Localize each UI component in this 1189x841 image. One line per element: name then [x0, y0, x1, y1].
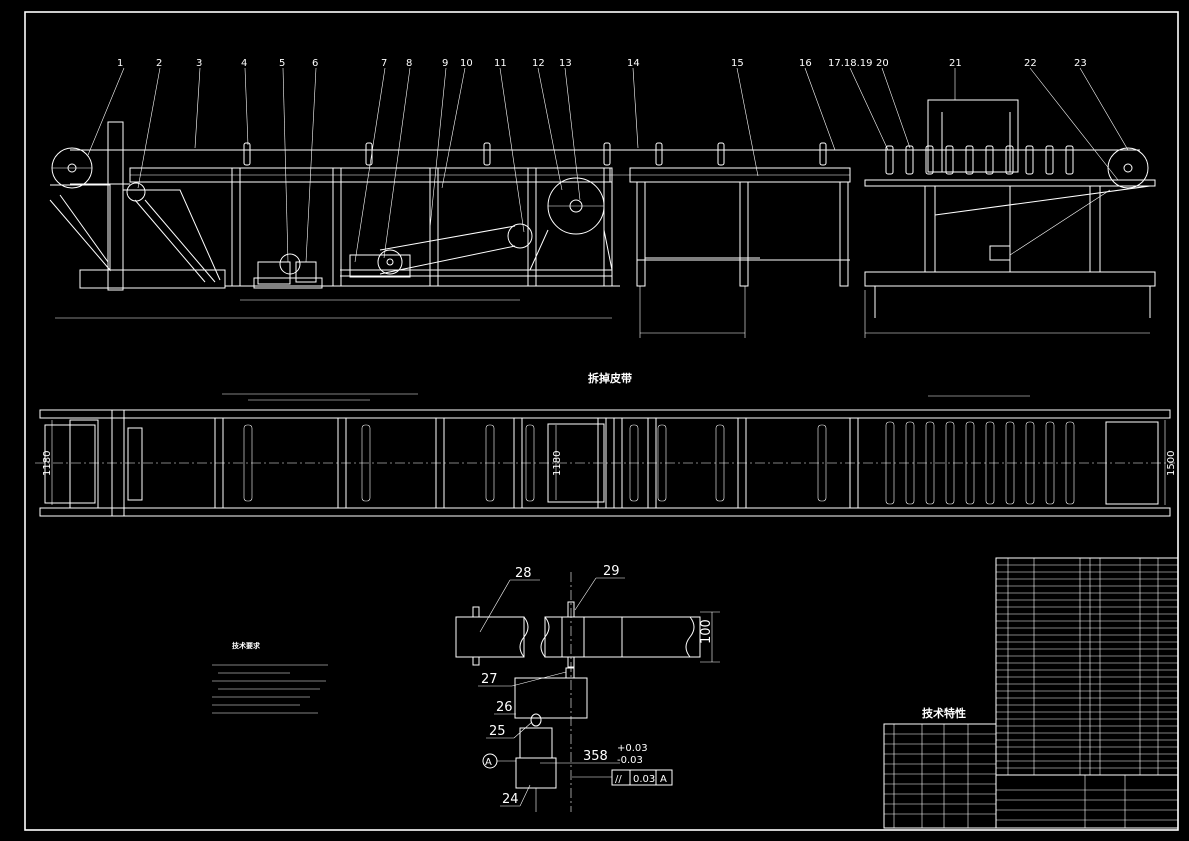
balloon-27: 27 — [481, 672, 498, 687]
spec-table: 技术特性 — [883, 706, 997, 829]
balloon-21: 21 — [949, 58, 962, 69]
balloon-26: 26 — [496, 700, 513, 715]
balloon-25: 25 — [489, 724, 506, 739]
balloon-6: 6 — [312, 58, 318, 69]
balloon-8: 8 — [406, 58, 412, 69]
balloon-11: 11 — [494, 58, 507, 69]
balloon-15: 15 — [731, 58, 744, 69]
balloon-24: 24 — [502, 792, 519, 807]
dim-width-right: 1500 — [1166, 451, 1177, 476]
balloon-22: 22 — [1024, 58, 1037, 69]
dim-358: 358 — [583, 749, 608, 764]
dim-width-left: 1180 — [42, 451, 53, 476]
fcf-parallelism-symbol: // — [615, 774, 622, 785]
balloon-16: 16 — [799, 58, 812, 69]
balloon-13: 13 — [559, 58, 572, 69]
balloon-17-18-19: 17.18.19 — [828, 58, 873, 69]
plan-title: 拆掉皮带 — [588, 371, 632, 385]
balloon-1: 1 — [117, 58, 123, 69]
fcf-datum: A — [660, 774, 667, 785]
balloon-28: 28 — [515, 566, 532, 581]
balloon-23: 23 — [1074, 58, 1087, 69]
part-balloons: 1 2 3 4 5 6 7 8 9 10 11 12 13 14 15 16 1… — [87, 58, 1129, 263]
balloon-2: 2 — [156, 58, 162, 69]
parts-list-table — [995, 557, 1179, 829]
notes-title: 技术要求 — [232, 641, 261, 650]
dim-width-mid: 1180 — [552, 451, 563, 476]
dim-height: 100 — [699, 619, 714, 644]
tol-upper: +0.03 — [617, 743, 648, 754]
detail-view: 100 A 358 +0.03 -0.03 // 0.03 A — [455, 564, 720, 812]
fcf-value: 0.03 — [633, 774, 655, 785]
technical-notes: 技术要求 — [212, 641, 328, 714]
balloon-20: 20 — [876, 58, 889, 69]
spec-title: 技术特性 — [922, 706, 966, 720]
balloon-29: 29 — [603, 564, 620, 579]
tol-lower: -0.03 — [617, 755, 643, 766]
balloon-14: 14 — [627, 58, 640, 69]
drawing-border — [24, 11, 1179, 831]
balloon-3: 3 — [196, 58, 202, 69]
balloon-5: 5 — [279, 58, 285, 69]
balloon-7: 7 — [381, 58, 387, 69]
elevation-view — [49, 99, 1156, 338]
balloon-12: 12 — [532, 58, 545, 69]
balloon-9: 9 — [442, 58, 448, 69]
plan-view: 拆掉皮带 — [35, 371, 1177, 517]
balloon-10: 10 — [460, 58, 473, 69]
datum-a-symbol: A — [485, 757, 492, 768]
balloon-4: 4 — [241, 58, 247, 69]
